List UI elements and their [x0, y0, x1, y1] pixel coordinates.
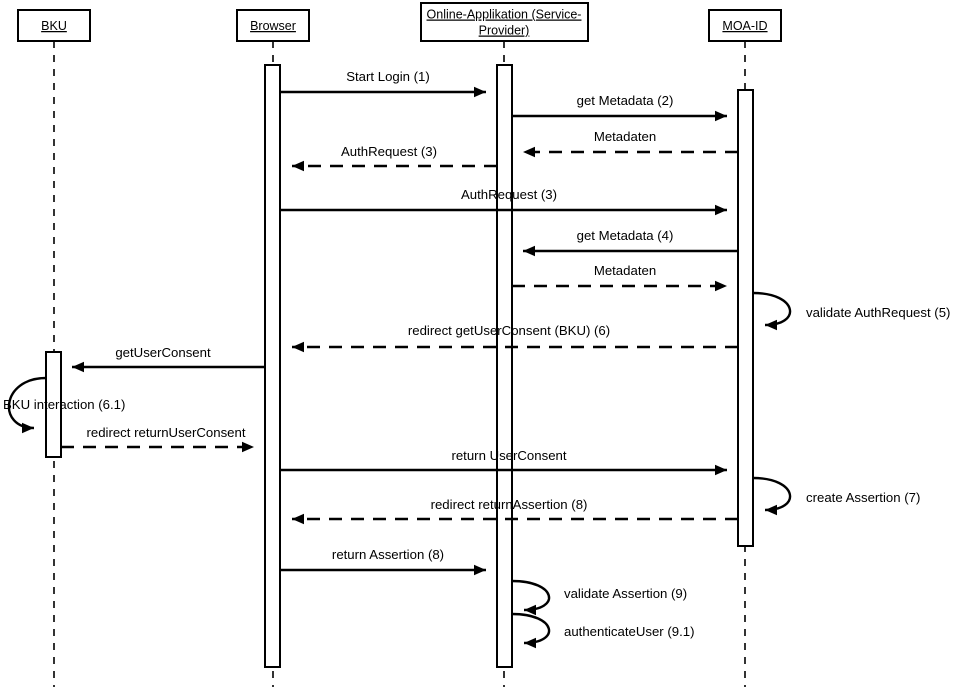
- self-message-label-s3: create Assertion (7): [806, 490, 920, 505]
- message-m12[interactable]: redirect returnAssertion (8): [292, 497, 738, 525]
- self-messages-layer: validate AuthRequest (5) BKU interaction …: [3, 291, 950, 649]
- message-m8[interactable]: redirect getUserConsent (BKU) (6): [292, 323, 738, 353]
- message-label-m12: redirect returnAssertion (8): [431, 497, 588, 512]
- lifeline-label-browser: Browser: [250, 19, 296, 33]
- lifeline-header-box-moa-id[interactable]: [708, 9, 782, 42]
- self-message-s2[interactable]: BKU interaction (6.1): [3, 376, 125, 434]
- message-m10[interactable]: redirect returnUserConsent: [61, 425, 254, 453]
- message-label-m10: redirect returnUserConsent: [86, 425, 245, 440]
- self-message-arrow-s4: [511, 579, 551, 616]
- self-message-s5[interactable]: authenticateUser (9.1): [511, 612, 694, 649]
- self-message-label-s4: validate Assertion (9): [564, 586, 687, 601]
- message-label-m2: get Metadata (2): [577, 93, 674, 108]
- messages-layer: Start Login (1) get Metadata (2) Metadaten…: [61, 69, 738, 576]
- activation-bar-moa-id-0[interactable]: [737, 89, 754, 547]
- message-label-m1: Start Login (1): [346, 69, 430, 84]
- message-m1[interactable]: Start Login (1): [280, 69, 486, 98]
- lifeline-header-box-online-applikation[interactable]: [420, 2, 589, 42]
- message-m9[interactable]: getUserConsent: [72, 345, 265, 373]
- self-message-s4[interactable]: validate Assertion (9): [511, 579, 687, 616]
- message-label-m8: redirect getUserConsent (BKU) (6): [408, 323, 610, 338]
- self-message-arrow-s5: [511, 612, 551, 649]
- message-m4[interactable]: AuthRequest (3): [292, 144, 497, 172]
- lifeline-online-applikation[interactable]: Online-Applikation (Service- Provider): [420, 2, 589, 687]
- message-m3[interactable]: Metadaten: [523, 129, 738, 158]
- self-message-s3[interactable]: create Assertion (7): [752, 476, 920, 516]
- message-label-m13: return Assertion (8): [332, 547, 444, 562]
- lifeline-moa-id[interactable]: MOA-ID: [708, 9, 782, 687]
- activation-bar-browser-0[interactable]: [264, 64, 281, 668]
- self-message-label-s5: authenticateUser (9.1): [564, 624, 694, 639]
- message-m6[interactable]: get Metadata (4): [523, 228, 738, 257]
- message-label-m3: Metadaten: [594, 129, 656, 144]
- message-label-m5: AuthRequest (3): [461, 187, 557, 202]
- message-label-m6: get Metadata (4): [577, 228, 674, 243]
- self-message-arrow-s3: [752, 476, 792, 516]
- self-message-arrow-s2: [7, 376, 47, 434]
- message-m2[interactable]: get Metadata (2): [512, 93, 727, 122]
- self-message-arrow-s1: [752, 291, 792, 331]
- self-message-s1[interactable]: validate AuthRequest (5): [752, 291, 950, 331]
- message-label-m11: return UserConsent: [451, 448, 566, 463]
- message-m13[interactable]: return Assertion (8): [280, 547, 486, 576]
- message-label-m9: getUserConsent: [115, 345, 211, 360]
- message-m7[interactable]: Metadaten: [512, 263, 727, 292]
- lifeline-label-online-applikation: Online-Applikation (Service-: [427, 8, 582, 22]
- self-message-label-s2: BKU interaction (6.1): [3, 397, 125, 412]
- lifeline-header-box-bku[interactable]: [17, 9, 91, 42]
- message-label-m4: AuthRequest (3): [341, 144, 437, 159]
- lifelines-layer: BKU Browser Online-Applikation (Service- Pr…: [17, 2, 782, 687]
- lifeline-label-online-applikation: Provider): [479, 24, 530, 38]
- lifeline-label-moa-id: MOA-ID: [722, 19, 767, 33]
- lifeline-header-box-browser[interactable]: [236, 9, 310, 42]
- self-message-label-s1: validate AuthRequest (5): [806, 305, 950, 320]
- lifeline-bku[interactable]: BKU: [17, 9, 91, 687]
- activation-bar-online-applikation-0[interactable]: [496, 64, 513, 668]
- message-m11[interactable]: return UserConsent: [280, 448, 727, 476]
- activation-bar-bku-0[interactable]: [45, 351, 62, 458]
- message-m5[interactable]: AuthRequest (3): [280, 187, 727, 216]
- message-label-m7: Metadaten: [594, 263, 656, 278]
- lifeline-browser[interactable]: Browser: [236, 9, 310, 687]
- lifeline-label-bku: BKU: [41, 19, 67, 33]
